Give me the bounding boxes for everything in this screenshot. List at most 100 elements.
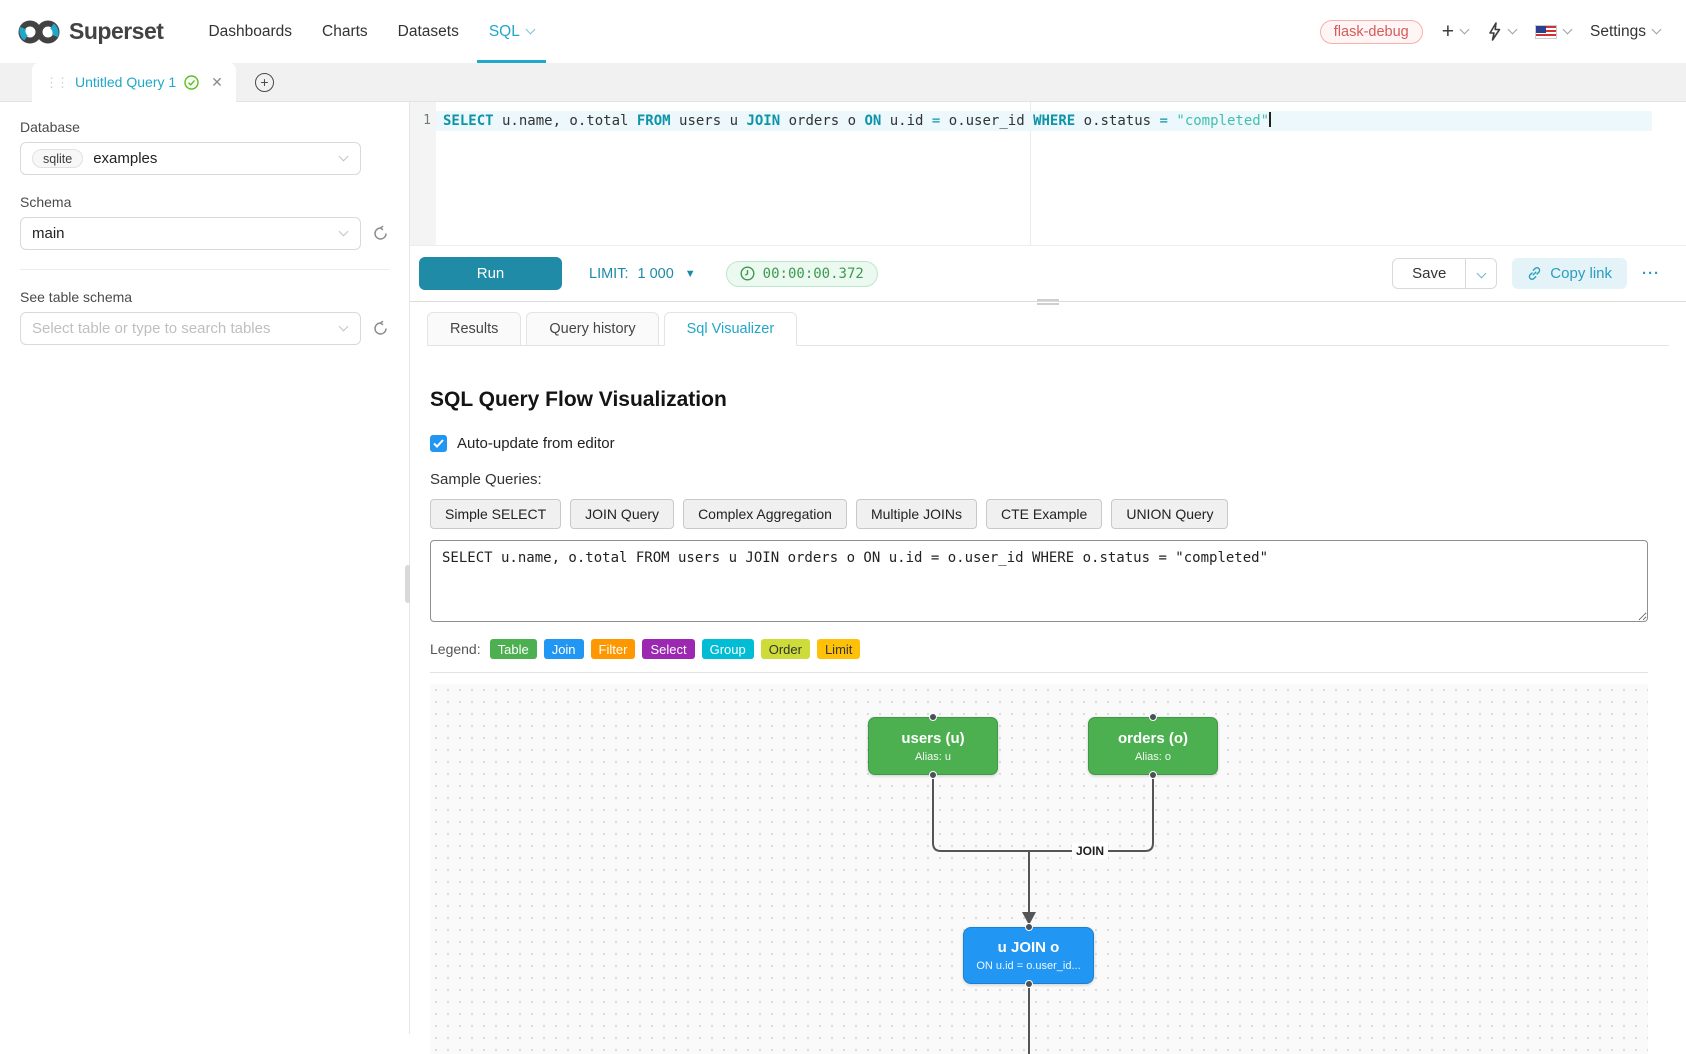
editor-active-line[interactable]: SELECT u.name, o.total FROM users u JOIN… [436,111,1652,131]
database-engine-badge: sqlite [32,149,84,168]
sample-button-simple-select[interactable]: Simple SELECT [430,499,562,529]
settings-label: Settings [1589,22,1646,40]
nav-item-datasets[interactable]: Datasets [397,22,459,40]
sql-token-kw: JOIN [746,113,781,129]
sql-lab-shortcut-button[interactable] [1487,22,1518,41]
sample-queries-label: Sample Queries: [430,471,542,488]
navbar: Superset Dashboards Charts Datasets SQL … [0,0,1686,63]
add-tab-button[interactable]: + [254,72,274,92]
chevron-down-icon [1476,268,1487,279]
run-button[interactable]: Run [419,257,562,290]
node-title: orders (o) [1117,729,1188,747]
sample-button-cte-example[interactable]: CTE Example [985,499,1103,529]
sample-button-union-query[interactable]: UNION Query [1111,499,1229,529]
node-subtitle: Alias: u [914,750,952,763]
link-icon [1529,267,1541,280]
nav-item-sql-label: SQL [488,22,520,40]
schema-label: Schema [20,194,72,210]
sample-query-buttons: Simple SELECT JOIN Query Complex Aggregati… [430,499,1648,529]
node-handle-top[interactable] [1149,713,1157,721]
flow-node-orders[interactable]: orders (o) Alias: o [1088,713,1218,779]
sql-token-op: = [1159,113,1168,129]
database-select[interactable]: sqlite examples [20,142,361,175]
node-handle-top[interactable] [929,713,937,721]
auto-update-label: Auto-update from editor [457,435,615,452]
nav-item-dashboards[interactable]: Dashboards [208,22,293,40]
nav-item-charts[interactable]: Charts [322,22,368,40]
auto-update-checkbox[interactable] [430,435,447,452]
save-menu-button[interactable] [1465,259,1496,288]
save-split-button: Save [1392,258,1498,289]
editor-toolbar: Run LIMIT: 1 000 ▼ 00:00:00.372 Save Cop… [410,245,1686,302]
save-button[interactable]: Save [1412,265,1447,282]
flow-node-users[interactable]: users (u) Alias: u [868,713,998,779]
new-menu-button[interactable]: + [1442,21,1470,42]
legend-label: Legend: [430,641,481,657]
settings-menu[interactable]: Settings [1589,22,1662,41]
chevron-down-icon [338,321,349,332]
south-pane-resize-grip[interactable] [1037,299,1059,305]
sidebar-divider [20,269,389,270]
tab-results[interactable]: Results [427,312,522,346]
close-tab-icon[interactable]: ✕ [211,73,223,90]
sql-editor[interactable]: 1 SELECT u.name, o.total FROM users u JO… [410,102,1686,245]
sql-token-str: "completed" [1176,113,1270,129]
line-number: 1 [423,113,431,128]
flow-canvas[interactable]: JOIN users (u) Alias: u orders (o) Alias… [430,684,1648,1054]
copy-link-button[interactable]: Copy link [1512,258,1627,289]
limit-value: 1 000 [637,265,674,282]
node-handle-bottom[interactable] [1024,980,1033,988]
drag-handle-icon[interactable]: ⋮⋮ [45,74,69,90]
legend-badge-limit: Limit [816,639,861,659]
limit-dropdown[interactable]: LIMIT: 1 000 ▼ [589,266,696,282]
node-subtitle: ON u.id = o.user_id... [976,960,1081,972]
query-input[interactable]: SELECT u.name, o.total FROM users u JOIN… [430,540,1648,622]
text-cursor [1269,112,1271,127]
brand-title: Superset [69,18,164,44]
sample-button-complex-aggregation[interactable]: Complex Aggregation [683,499,847,529]
table-select[interactable]: Select table or type to search tables [20,312,361,345]
check-circle-icon [184,74,199,90]
environment-badge: flask-debug [1319,19,1423,44]
language-picker[interactable] [1534,24,1573,39]
more-options-button[interactable]: ··· [1642,265,1660,282]
table-select-placeholder: Select table or type to search tables [32,320,271,337]
navbar-right: flask-debug + Settings [1319,19,1662,44]
refresh-schemas-icon[interactable] [372,225,389,242]
chevron-down-icon [1562,24,1573,35]
flow-edges [932,776,1154,1054]
sample-button-join-query[interactable]: JOIN Query [570,499,675,529]
legend-badge-join: Join [543,639,584,659]
panel-resize-grip[interactable] [405,565,411,603]
tab-sql-visualizer[interactable]: Sql Visualizer [663,312,798,346]
clock-icon [740,266,755,281]
schema-select[interactable]: main [20,217,361,250]
sql-token-kw: WHERE [1033,113,1076,129]
nav-item-sql[interactable]: SQL [474,0,549,63]
flow-node-join[interactable]: u JOIN o ON u.id = o.user_id... [963,923,1094,988]
schema-select-value: main [32,225,65,242]
node-title: users (u) [901,729,965,747]
legend-badge-filter: Filter [590,639,636,659]
chevron-down-icon [1651,24,1662,35]
print-margin [1030,102,1031,245]
sql-token-kw: FROM [636,113,671,129]
chevron-down-icon [1507,24,1518,35]
tab-query-history[interactable]: Query history [526,312,659,346]
superset-logo[interactable]: Superset [18,18,164,46]
us-flag-icon [1534,24,1557,39]
legend-divider [430,672,1648,673]
editor-gutter: 1 [410,102,436,245]
query-tab-title: Untitled Query 1 [75,74,177,90]
query-tab-untitled-query-1[interactable]: ⋮⋮ Untitled Query 1 ✕ [32,62,236,102]
node-handle-bottom[interactable] [1149,771,1157,779]
refresh-tables-icon[interactable] [372,320,389,337]
lightning-icon [1489,22,1501,41]
sample-button-multiple-joins[interactable]: Multiple JOINs [855,499,977,529]
node-handle-top[interactable] [1024,923,1033,931]
caret-down-icon: ▼ [684,267,696,280]
node-handle-bottom[interactable] [929,771,937,779]
